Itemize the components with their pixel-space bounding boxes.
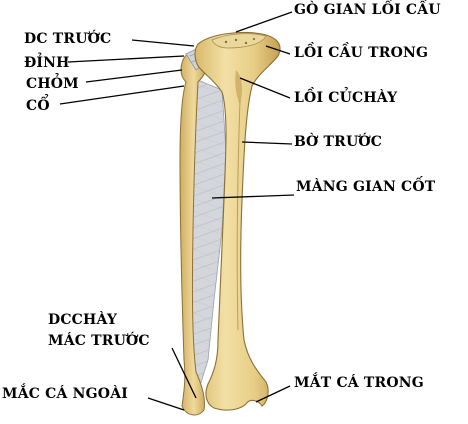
leader-go-gian-loi-cau <box>235 11 293 33</box>
label-dinh: ĐỈNH <box>24 55 70 71</box>
leader-dc-chay-mac-truoc <box>171 347 197 399</box>
label-dc-chay-mac-truoc-line2: MÁC TRƯỚC <box>48 333 150 349</box>
leader-dinh <box>67 55 185 63</box>
label-loi-cu-chay: LỒI CỦCHÀY <box>294 90 398 106</box>
leader-chom <box>85 69 183 83</box>
leader-bo-truoc <box>241 141 293 145</box>
label-mang-gian-cot: MÀNG GIAN CỐT <box>296 179 436 195</box>
label-co: CỔ <box>26 98 50 114</box>
leader-dc-truoc <box>131 39 195 47</box>
label-chom: CHỎM <box>26 76 79 92</box>
interosseous-membrane <box>189 77 227 396</box>
leader-mat-ca-trong <box>255 385 291 403</box>
leader-mang-gian-cot <box>211 194 295 199</box>
leader-lines <box>59 11 295 411</box>
label-dc-chay-mac-truoc-line1: DCCHÀY <box>48 312 118 328</box>
label-mat-ca-trong: MẮT CÁ TRONG <box>294 375 424 391</box>
tibia <box>194 31 281 411</box>
leader-mac-ca-ngoai <box>147 397 185 411</box>
leader-loi-cu-chay <box>239 77 291 99</box>
label-dc-truoc: DC TRƯỚC <box>24 31 112 47</box>
label-mac-ca-ngoai: MẮC CÁ NGOÀI <box>2 386 129 402</box>
label-loi-cau-trong: LỒI CẦU TRONG <box>294 45 429 61</box>
label-go-gian-loi-cau: GÒ GIAN LỒI CẦU <box>294 2 441 18</box>
leader-co <box>59 85 185 105</box>
leader-loi-cau-trong <box>265 45 291 55</box>
label-bo-truoc: BỜ TRƯỚC <box>294 134 383 150</box>
